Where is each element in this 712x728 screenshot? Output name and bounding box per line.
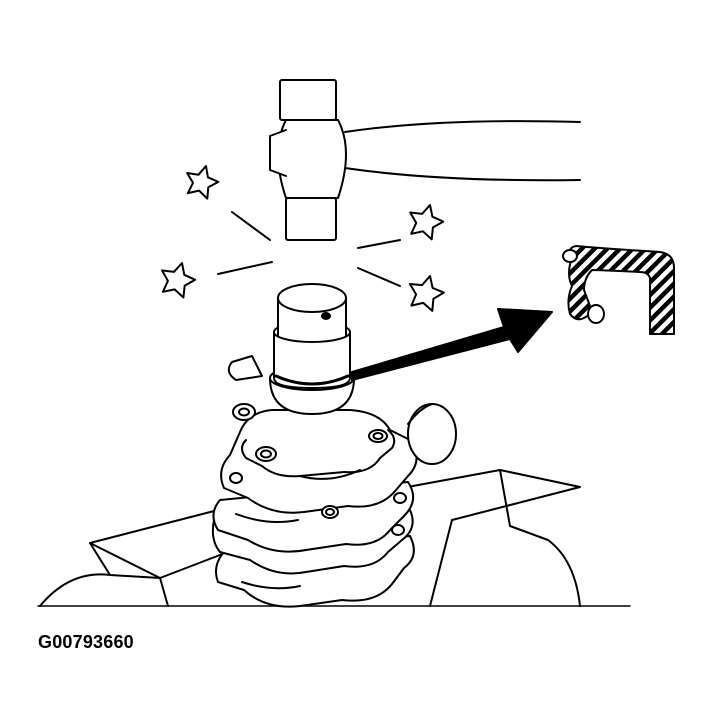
pulley-hub: [273, 283, 351, 389]
seal-detail: [562, 245, 675, 335]
callout-arrow: [351, 308, 553, 381]
hammer: [269, 79, 581, 241]
impact-lines: [217, 211, 401, 287]
figure-code: G00793660: [38, 632, 134, 652]
engine-block: [37, 469, 631, 607]
power-steering-pump: [211, 355, 457, 608]
impact-stars: [161, 165, 445, 312]
